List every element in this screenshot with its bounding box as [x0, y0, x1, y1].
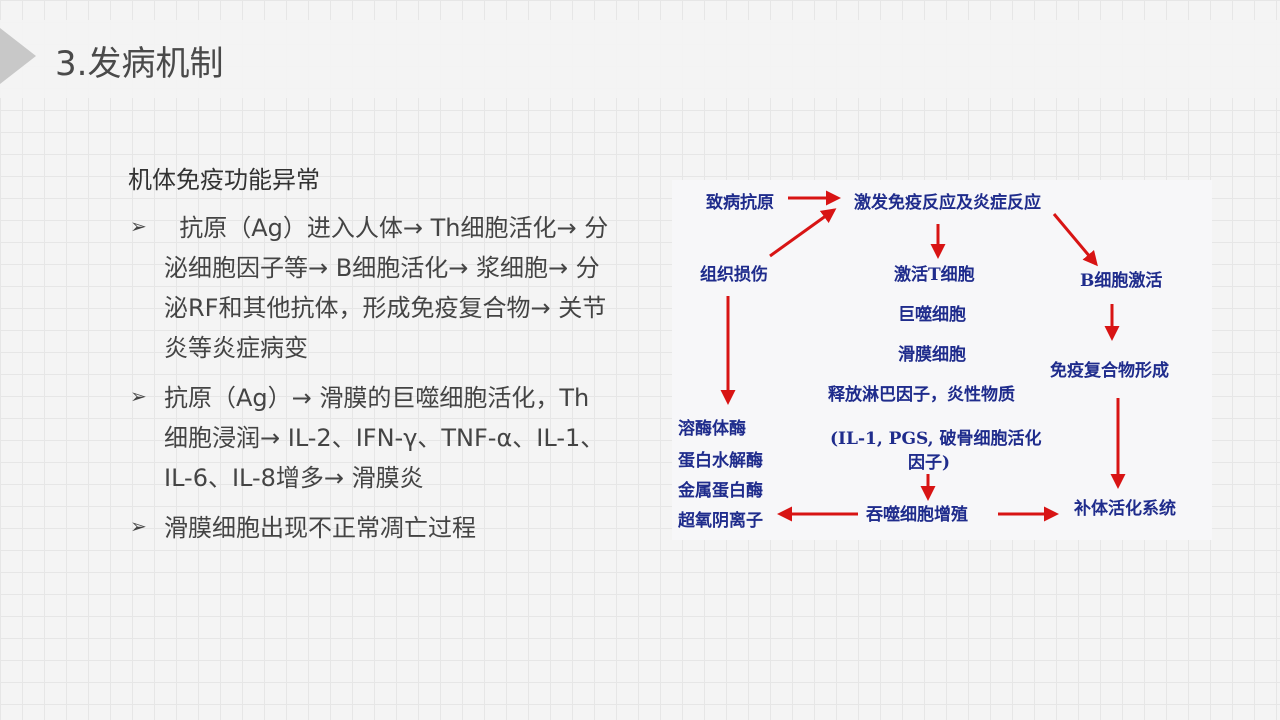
arrow-response-to-bcell [1052, 213, 1098, 267]
node-t-cell: 激活T细胞 [894, 265, 975, 285]
bullet-line: 滑膜细胞出现不正常凋亡过程 [164, 514, 476, 542]
bullet-line: 抗原（Ag）进入人体→ Th细胞活化→ 分 [164, 214, 609, 242]
title-triangle-icon [0, 28, 36, 84]
arrow-bullet-icon: ➢ [130, 514, 147, 538]
title-bar [0, 20, 1280, 98]
node-pathogen: 致病抗原 [706, 193, 774, 213]
node-synovial-cell: 滑膜细胞 [898, 345, 966, 365]
bullet-item: ➢ 抗原（Ag）进入人体→ Th细胞活化→ 分 泌细胞因子等→ B细胞活化→ 浆… [128, 208, 668, 368]
node-phagocyte: 吞噬细胞增殖 [866, 505, 968, 525]
pathogenesis-flowchart: 致病抗原 激发免疫反应及炎症反应 组织损伤 激活T细胞 B细胞激活 巨噬细胞 滑… [672, 180, 1212, 540]
bullet-line: 炎等炎症病变 [164, 334, 308, 362]
node-immune-response: 激发免疫反应及炎症反应 [854, 193, 1041, 213]
arrow-bullet-icon: ➢ [130, 214, 147, 238]
node-enzyme: 溶酶体酶 [678, 419, 746, 439]
node-enzyme: 蛋白水解酶 [678, 451, 763, 471]
bullet-line: 抗原（Ag）→ 滑膜的巨噬细胞活化，Th [164, 384, 590, 412]
bullet-line: IL-6、IL-8增多→ 滑膜炎 [164, 464, 424, 492]
bullet-item: ➢ 抗原（Ag）→ 滑膜的巨噬细胞活化，Th 细胞浸润→ IL-2、IFN-γ、… [128, 378, 668, 498]
node-tissue-damage: 组织损伤 [700, 265, 768, 285]
node-enzyme: 超氧阴离子 [678, 511, 763, 531]
bullet-line: 泌RF和其他抗体，形成免疫复合物→ 关节 [164, 294, 607, 322]
node-factors: 因子) [908, 453, 951, 473]
node-factors: (IL-1, PGS, 破骨细胞活化 [830, 429, 1042, 449]
node-enzyme: 金属蛋白酶 [678, 481, 763, 501]
node-macrophage: 巨噬细胞 [898, 305, 966, 325]
arrow-damage-to-response [769, 208, 837, 258]
bullet-list: ➢ 抗原（Ag）进入人体→ Th细胞活化→ 分 泌细胞因子等→ B细胞活化→ 浆… [128, 208, 668, 558]
section-subtitle: 机体免疫功能异常 [128, 166, 320, 194]
node-complement: 补体活化系统 [1074, 499, 1176, 519]
page-title: 3.发病机制 [55, 44, 224, 84]
node-b-cell: B细胞激活 [1080, 271, 1163, 291]
arrow-bullet-icon: ➢ [130, 384, 147, 408]
bullet-item: ➢ 滑膜细胞出现不正常凋亡过程 [128, 508, 668, 548]
node-release: 释放淋巴因子，炎性物质 [828, 385, 1015, 405]
flowchart-arrows [720, 190, 1126, 522]
node-immune-complex: 免疫复合物形成 [1050, 361, 1169, 381]
bullet-line: 泌细胞因子等→ B细胞活化→ 浆细胞→ 分 [164, 254, 600, 282]
bullet-line: 细胞浸润→ IL-2、IFN-γ、TNF-α、IL-1、 [164, 424, 605, 452]
